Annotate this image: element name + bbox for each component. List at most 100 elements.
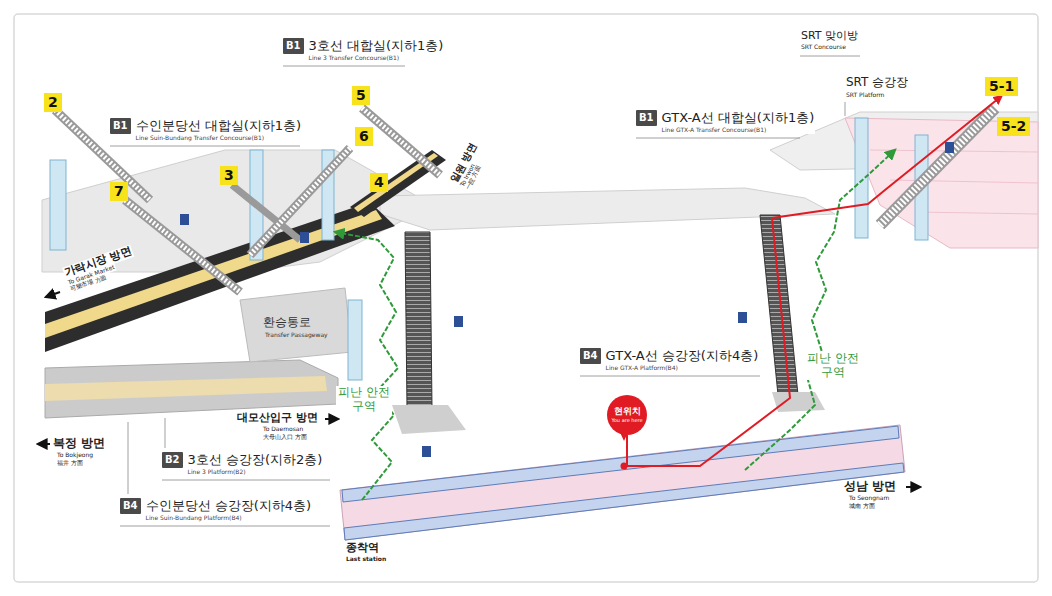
heading-korean: 3호선 대합실(지하1층) bbox=[308, 38, 445, 54]
leader-line bbox=[845, 102, 846, 116]
suin-bundang-platform bbox=[45, 360, 338, 418]
frame bbox=[14, 14, 1038, 582]
level-tag: B2 bbox=[162, 452, 183, 468]
map-label: 福井 方面 bbox=[56, 460, 84, 467]
stairs bbox=[362, 108, 440, 175]
srt-platform bbox=[915, 212, 1038, 214]
escalator bbox=[760, 215, 798, 395]
srt-platform bbox=[845, 118, 1038, 248]
leader-line bbox=[120, 526, 330, 527]
exit-label: 6 bbox=[359, 128, 369, 145]
stairs bbox=[55, 108, 995, 292]
heading-text: 3호선 승강장(지하2층)Line 3 Platform(B2) bbox=[187, 452, 324, 476]
leader-line bbox=[128, 422, 129, 494]
leader-line bbox=[800, 56, 860, 57]
heading-text: 수인분당선 승강장(지하4층)Line Suin-Bundang Platfor… bbox=[145, 498, 313, 522]
stairs bbox=[880, 108, 995, 225]
suin-bundang-platform bbox=[45, 360, 338, 418]
pictogram bbox=[738, 312, 747, 323]
gtx-a-platform bbox=[340, 425, 905, 540]
heading-text: GTX-A선 대합실(지하1층)Line GTX-A Transfer Conc… bbox=[661, 110, 816, 134]
level-heading: B1GTX-A선 대합실(지하1층)Line GTX-A Transfer Co… bbox=[636, 110, 815, 134]
heading-english: Line GTX-A Transfer Concourse(B1) bbox=[661, 126, 816, 134]
map-label: SRT Concourse bbox=[800, 44, 847, 51]
exit-number: 5 bbox=[352, 86, 370, 105]
leader-line bbox=[283, 66, 405, 67]
exit-number: 7 bbox=[110, 182, 128, 201]
leader-line bbox=[165, 418, 166, 448]
heading-english: Line Suin-Bundang Transfer Concourse(B1) bbox=[135, 134, 303, 142]
heading-text: 3호선 대합실(지하1층)Line 3 Transfer Concourse(B… bbox=[308, 38, 445, 62]
evacuation-route bbox=[335, 150, 895, 500]
heading-korean: 수인분당선 대합실(지하1층) bbox=[135, 118, 303, 134]
frame bbox=[14, 14, 1038, 582]
gtx-a-platform bbox=[340, 425, 905, 540]
map-label: 피난 안전구역 bbox=[336, 386, 392, 414]
heading-korean: 3호선 승강장(지하2층) bbox=[187, 452, 324, 468]
map-label: To Bokjeong bbox=[56, 452, 94, 459]
level-tag: B4 bbox=[120, 498, 141, 514]
map-label: To Seongnam bbox=[848, 495, 890, 502]
leader-line bbox=[162, 480, 330, 481]
exit-number: 5-1 bbox=[985, 77, 1018, 96]
stairs bbox=[362, 108, 440, 175]
pictogram bbox=[180, 142, 954, 457]
leader-line bbox=[580, 376, 760, 377]
exit-label: 5 bbox=[356, 87, 366, 104]
map-label: SRT 맞이방 bbox=[800, 30, 859, 43]
heading-korean: 수인분당선 승강장(지하4층) bbox=[145, 498, 313, 514]
exit-label: 5-1 bbox=[989, 78, 1014, 95]
level-heading: B13호선 대합실(지하1층)Line 3 Transfer Concourse… bbox=[283, 38, 444, 62]
elevator bbox=[50, 118, 928, 380]
heading-english: Line GTX-A Platform(B4) bbox=[605, 364, 760, 372]
map-label: 종착역 bbox=[345, 542, 380, 555]
marker-text: 현위치 bbox=[614, 406, 641, 417]
stairs bbox=[125, 200, 240, 292]
pictogram bbox=[945, 142, 954, 153]
elevator bbox=[348, 300, 362, 380]
map-label: 환승통로 bbox=[262, 316, 312, 330]
direction-arrow bbox=[325, 418, 338, 420]
escalator bbox=[772, 392, 825, 412]
direction-arrow bbox=[46, 292, 60, 297]
map-label: Transfer Passageway bbox=[264, 332, 329, 339]
map-label: 복정 방면 bbox=[52, 437, 106, 451]
pictogram bbox=[180, 214, 189, 225]
exit-label: 2 bbox=[48, 94, 58, 111]
map-label: 大母山入口 方面 bbox=[262, 434, 308, 441]
heading-english: Line 3 Transfer Concourse(B1) bbox=[308, 54, 445, 62]
direction-arrow bbox=[906, 486, 920, 488]
evacuation-route bbox=[335, 232, 398, 500]
marker-text: You are here bbox=[611, 417, 642, 424]
heading-text: GTX-A선 승강장(지하4층)Line GTX-A Platform(B4) bbox=[605, 348, 760, 372]
stairs bbox=[250, 148, 350, 255]
heading-text: 수인분당선 대합실(지하1층)Line Suin-Bundang Transfe… bbox=[135, 118, 303, 142]
heading-english: Line Suin-Bundang Platform(B4) bbox=[145, 514, 313, 522]
leader-line bbox=[636, 138, 800, 139]
exit-label: 3 bbox=[224, 167, 234, 184]
leader-line bbox=[110, 146, 300, 147]
exit-number: 3 bbox=[220, 166, 238, 185]
srt-platform bbox=[845, 118, 1038, 248]
exit-number: 5-2 bbox=[997, 117, 1030, 136]
exit-label: 7 bbox=[114, 183, 124, 200]
evacuation-route bbox=[745, 150, 895, 470]
exit-number: 2 bbox=[44, 93, 62, 112]
gtx-a-platform bbox=[344, 463, 904, 540]
level-tag: B4 bbox=[580, 348, 601, 364]
gtx-a-platform bbox=[342, 426, 899, 502]
heading-english: Line 3 Platform(B2) bbox=[187, 468, 324, 476]
pictogram bbox=[454, 316, 463, 327]
direction-arrow bbox=[38, 443, 50, 445]
suin-bundang-platform bbox=[45, 376, 327, 401]
heading-korean: GTX-A선 대합실(지하1층) bbox=[661, 110, 816, 126]
line3-platform bbox=[350, 150, 446, 217]
map-label: 대모산입구 방면 bbox=[236, 412, 319, 425]
exit-number: 6 bbox=[355, 127, 373, 146]
leader-line bbox=[110, 56, 860, 526]
stairs bbox=[880, 108, 995, 225]
map-label: 피난 안전구역 bbox=[805, 352, 861, 380]
elevator bbox=[50, 160, 66, 250]
escalator bbox=[392, 215, 825, 434]
